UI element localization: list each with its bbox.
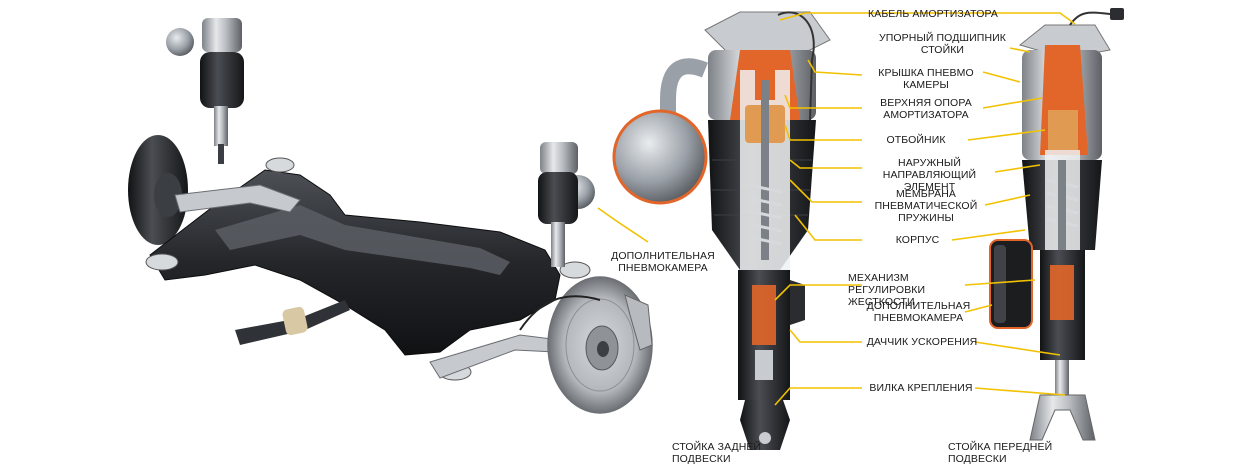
leader-outer-guide xyxy=(789,159,862,169)
sensor-box xyxy=(790,280,805,325)
shock-cable-shape xyxy=(777,11,815,121)
leader-thrust-bearing xyxy=(1009,47,1031,53)
leader-stiffness xyxy=(774,284,862,301)
label-mounting-fork: ВИЛКА КРЕПЛЕНИЯ xyxy=(869,382,973,394)
piston-rod xyxy=(761,80,769,260)
cable-connector xyxy=(1110,8,1124,20)
top-mount xyxy=(704,11,831,56)
leader-lines xyxy=(597,12,1076,406)
label-air-spring-membrane: МЕМБРАНА ПНЕВМАТИЧЕСКОЙ ПРУЖИНЫ xyxy=(874,188,978,224)
leader-cover xyxy=(807,59,863,76)
brake-caliper xyxy=(624,294,653,351)
subframe-crossmember xyxy=(215,205,510,275)
subframe-bushings xyxy=(145,157,591,381)
leader-aux-left xyxy=(597,207,649,243)
label-rear-strut: СТОЙКА ЗАДНЕЙ ПОДВЕСКИ xyxy=(672,441,762,465)
left-air-strut xyxy=(166,18,244,164)
aux-chamber-sphere xyxy=(612,109,708,205)
aux-chamber-pipe xyxy=(660,58,708,120)
lower-control-arm-left xyxy=(174,184,301,213)
label-front-strut: СТОЙКА ПЕРЕДНЕЙ ПОДВЕСКИ xyxy=(948,441,1053,465)
label-shock-cable: КАБЕЛЬ АМОРТИЗАТОРА xyxy=(868,8,998,20)
label-outer-guide-element: НАРУЖНЫЙ НАПРАВЛЯЮЩИЙ ЭЛЕМЕНТ xyxy=(882,157,977,193)
cv-joint-boot xyxy=(282,306,308,336)
rear-subframe-illustration xyxy=(128,18,653,414)
rear-strut-cutaway xyxy=(612,11,831,450)
leader-aux-center xyxy=(964,304,993,313)
rear-mount-eye xyxy=(740,400,790,450)
label-housing: КОРПУС xyxy=(895,234,940,246)
leader-membrane xyxy=(789,179,862,203)
label-air-chamber-cover: КРЫШКА ПНЕВМО КАМЕРЫ xyxy=(878,67,974,91)
leader-housing xyxy=(794,214,862,241)
label-upper-shock-mount: ВЕРХНЯЯ ОПОРА АМОРТИЗАТОРА xyxy=(880,97,972,121)
brake-hose xyxy=(519,295,601,331)
label-additional-air-chamber-center: ДОПОЛНИТЕЛЬНАЯ ПНЕВМОКАМЕРА xyxy=(866,300,971,324)
right-air-strut xyxy=(538,142,595,267)
leader-fork xyxy=(774,387,862,406)
leader-shock-cable xyxy=(779,12,862,21)
leader-bump-stop xyxy=(784,124,862,141)
label-acceleration-sensor: ДАЧЧИК УСКОРЕНИЯ xyxy=(866,336,978,348)
inner-spring xyxy=(747,183,783,246)
front-cable xyxy=(1069,11,1111,26)
label-strut-thrust-bearing: УПОРНЫЙ ПОДШИПНИК СТОЙКИ xyxy=(879,32,1006,56)
label-stiffness-control: МЕХАНИЗМ РЕГУЛИРОВКИ ЖЕСТКОСТИ xyxy=(848,272,926,308)
leader-upper-mount xyxy=(784,94,862,109)
label-bump-stop: ОТБОЙНИК xyxy=(886,134,946,146)
left-hub xyxy=(154,173,182,217)
front-strut-cutaway xyxy=(989,8,1124,441)
front-mounting-fork xyxy=(1029,394,1096,441)
label-additional-air-chamber-left: ДОПОЛНИТЕЛЬНАЯ ПНЕВМОКАМЕРА xyxy=(611,250,715,274)
leader-accel-sensor xyxy=(789,329,862,343)
